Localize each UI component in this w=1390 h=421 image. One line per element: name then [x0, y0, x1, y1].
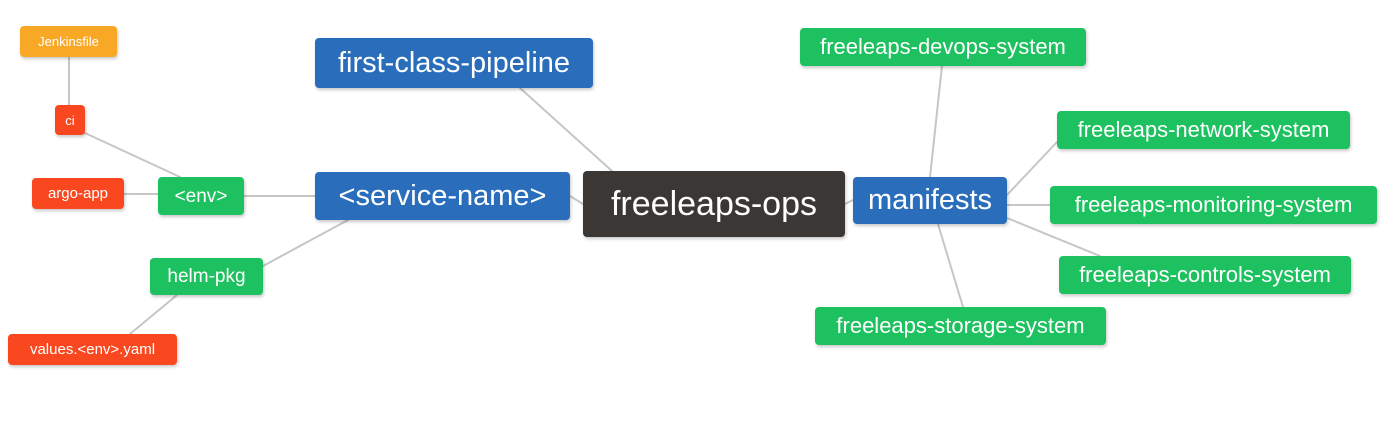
- mindmap-node-freeleaps-ops[interactable]: freeleaps-ops: [583, 171, 845, 237]
- edge-service-name-to-helm-pkg: [262, 219, 349, 267]
- mindmap-node-label: Jenkinsfile: [38, 34, 99, 49]
- mindmap-node-manifests[interactable]: manifests: [853, 177, 1007, 224]
- mindmap-node-label: freeleaps-devops-system: [820, 34, 1066, 59]
- mindmap-node-freeleaps-controls-system[interactable]: freeleaps-controls-system: [1059, 256, 1351, 294]
- edge-env-to-ci: [84, 132, 181, 178]
- mindmap-node-label: argo-app: [47, 185, 109, 202]
- mindmap-node-freeleaps-monitoring-system[interactable]: freeleaps-monitoring-system: [1050, 186, 1377, 224]
- mindmap-node-freeleaps-storage-system[interactable]: freeleaps-storage-system: [815, 307, 1106, 345]
- edge-helm-pkg-to-values-env-yaml: [129, 294, 178, 335]
- edge-manifests-to-freeleaps-storage-system: [937, 223, 964, 308]
- edge-freeleaps-ops-to-first-class-pipeline: [519, 87, 613, 172]
- mindmap-node-env[interactable]: <env>: [158, 177, 244, 215]
- mindmap-node-label: freeleaps-storage-system: [836, 313, 1085, 338]
- mindmap-node-first-class-pipeline[interactable]: first-class-pipeline: [315, 38, 593, 88]
- mindmap-node-argo-app[interactable]: argo-app: [32, 178, 124, 209]
- mindmap-node-service-name[interactable]: <service-name>: [315, 172, 570, 220]
- mindmap-node-label: values.<env>.yaml: [29, 341, 156, 358]
- mindmap-node-label: ci: [65, 112, 75, 128]
- mindmap-node-label: freeleaps-network-system: [1077, 117, 1330, 142]
- mindmap-node-label: freeleaps-controls-system: [1079, 262, 1331, 287]
- mindmap-node-label: <env>: [174, 185, 228, 207]
- mindmap-node-jenkinsfile[interactable]: Jenkinsfile: [20, 26, 117, 57]
- edge-freeleaps-ops-to-manifests: [844, 199, 854, 205]
- mindmap-node-label: <service-name>: [338, 179, 547, 212]
- edge-manifests-to-freeleaps-devops-system: [929, 65, 943, 178]
- mindmap-node-helm-pkg[interactable]: helm-pkg: [150, 258, 263, 295]
- mindmap-node-label: helm-pkg: [167, 266, 246, 287]
- mindmap-node-freeleaps-network-system[interactable]: freeleaps-network-system: [1057, 111, 1350, 149]
- mindmap-node-label: freeleaps-ops: [610, 185, 817, 223]
- mindmap-node-freeleaps-devops-system[interactable]: freeleaps-devops-system: [800, 28, 1086, 66]
- mindmap-node-label: manifests: [867, 184, 993, 216]
- edge-freeleaps-ops-to-service-name: [569, 195, 584, 205]
- mindmap-node-label: freeleaps-monitoring-system: [1074, 192, 1353, 217]
- mindmap-node-values-env-yaml[interactable]: values.<env>.yaml: [8, 334, 177, 365]
- mindmap-node-ci[interactable]: ci: [55, 105, 85, 135]
- edge-manifests-to-freeleaps-network-system: [1006, 141, 1058, 196]
- mindmap-node-label: first-class-pipeline: [337, 46, 571, 79]
